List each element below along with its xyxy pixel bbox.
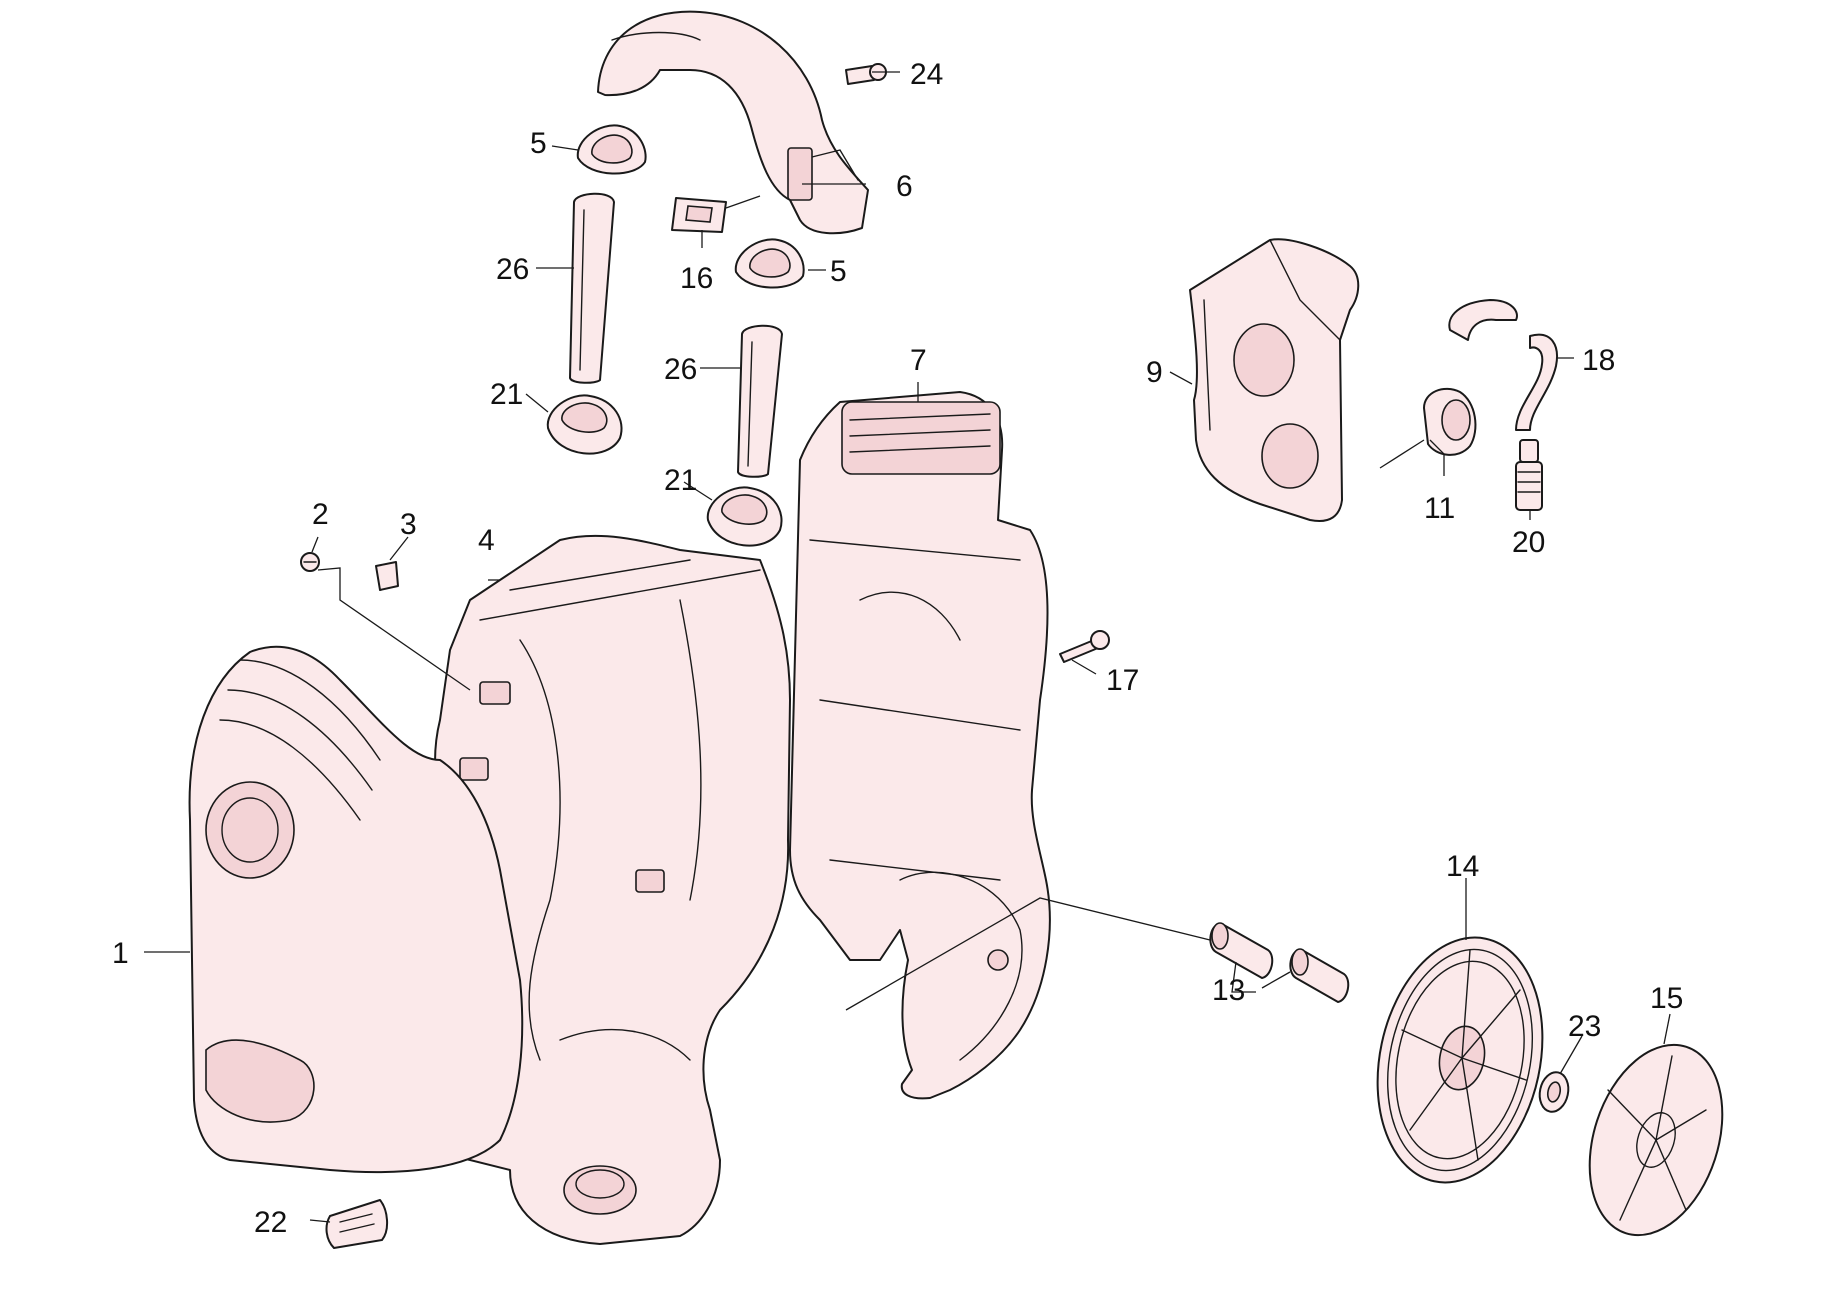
callout-18: 18 — [1582, 344, 1615, 377]
callout-7: 7 — [910, 344, 927, 377]
screw-2 — [300, 552, 320, 572]
foot-pad-22 — [325, 1199, 388, 1249]
wheel-14 — [1376, 936, 1544, 1184]
tube-26-right — [737, 324, 783, 478]
axle-pin-13a — [1209, 922, 1274, 979]
callout-20: 20 — [1512, 526, 1545, 559]
screw-24 — [845, 63, 887, 85]
grommet-5-right — [734, 238, 805, 289]
callout-9: 9 — [1146, 356, 1163, 389]
nozzle-20 — [1515, 439, 1543, 511]
axle-pin-13b — [1289, 948, 1350, 1003]
callout-2: 2 — [312, 498, 329, 531]
carry-handle — [597, 10, 869, 235]
callout-6: 6 — [896, 170, 913, 203]
callout-21-right: 21 — [664, 464, 697, 497]
callout-23: 23 — [1568, 1010, 1601, 1043]
callout-5-right: 5 — [830, 255, 847, 288]
callout-21-left: 21 — [490, 378, 523, 411]
callout-13: 13 — [1212, 974, 1245, 1007]
callout-26-right: 26 — [664, 353, 697, 386]
clip-16 — [671, 197, 727, 233]
callout-5-left: 5 — [530, 127, 547, 160]
frame-7 — [789, 391, 1051, 1100]
hose-connector-11 — [1423, 387, 1477, 456]
bolt-17 — [1059, 630, 1110, 663]
callout-16: 16 — [680, 262, 713, 295]
retaining-ring-23 — [1538, 1071, 1570, 1113]
callout-24: 24 — [910, 58, 943, 91]
grommet-21-right — [706, 486, 783, 547]
callout-3: 3 — [400, 508, 417, 541]
callout-1: 1 — [112, 937, 129, 970]
callout-11: 11 — [1424, 492, 1455, 525]
grommet-21-left — [546, 394, 623, 455]
callout-15: 15 — [1650, 982, 1683, 1015]
hose-bracket-9 — [1189, 238, 1360, 522]
grommet-5-left — [576, 124, 647, 175]
clip-3 — [375, 561, 399, 591]
tube-26-left — [569, 192, 615, 384]
hose-18 — [1448, 299, 1558, 431]
hub-cap-15 — [1588, 1043, 1724, 1237]
callout-4: 4 — [478, 524, 495, 557]
callout-17: 17 — [1106, 664, 1139, 697]
callout-22: 22 — [254, 1206, 287, 1239]
leader-lines — [144, 71, 1671, 1223]
front-cover-1 — [188, 645, 524, 1174]
callout-26-left: 26 — [496, 253, 529, 286]
callout-14: 14 — [1446, 850, 1479, 883]
callout-labels: 1 2 3 4 5 5 6 7 9 11 13 14 15 16 17 18 2… — [112, 58, 1683, 1239]
